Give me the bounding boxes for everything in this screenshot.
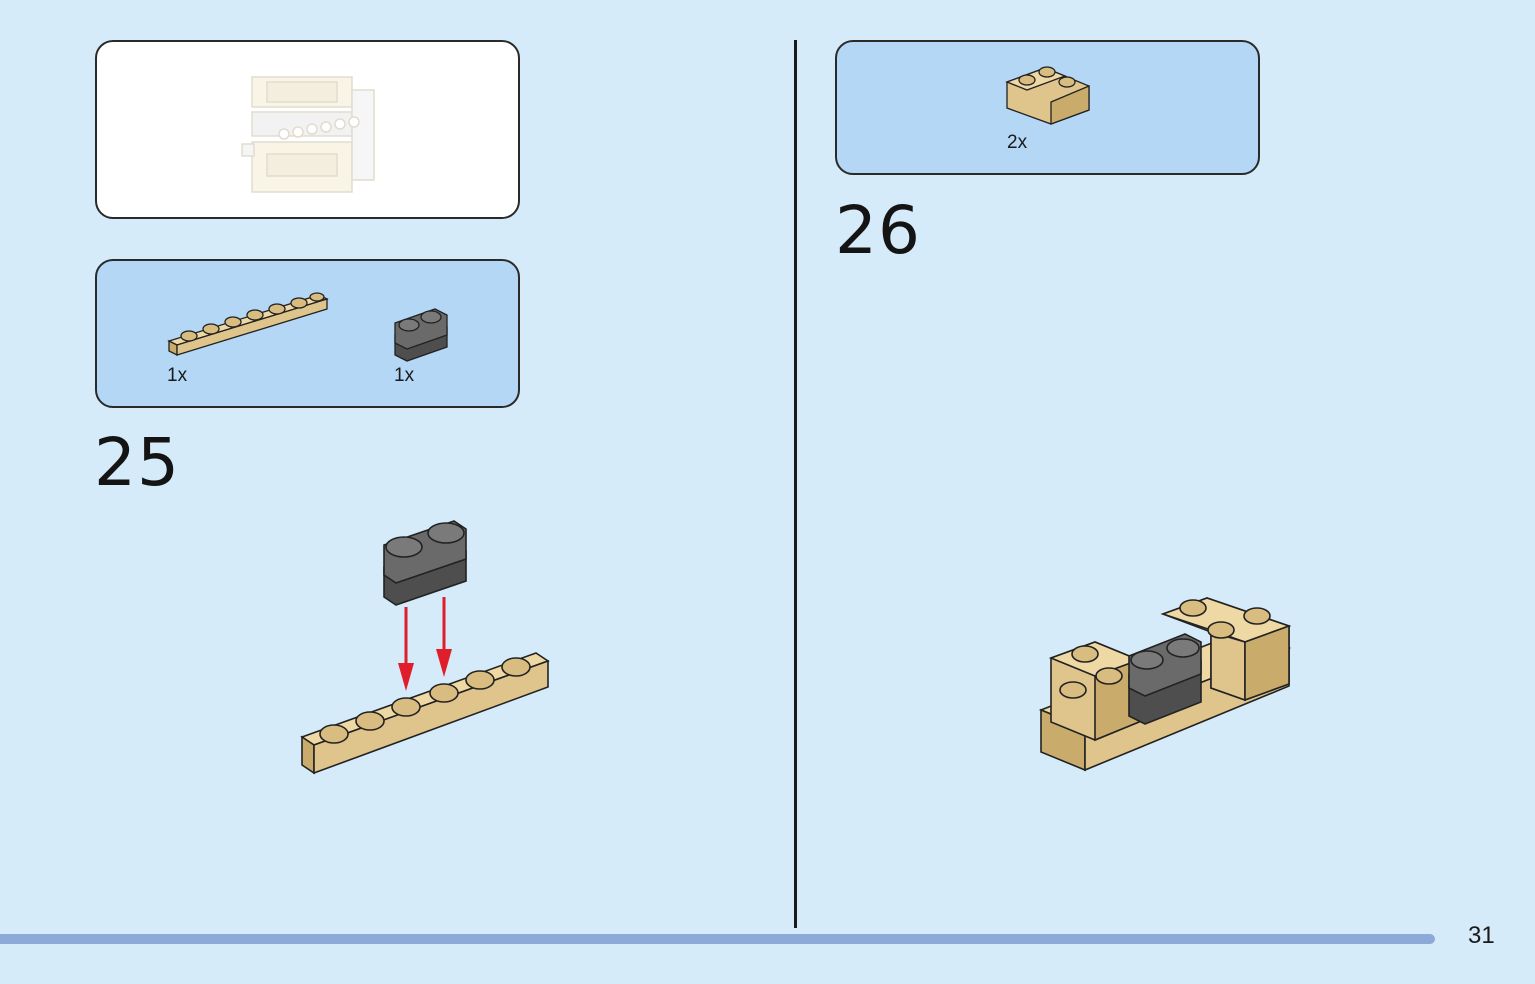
parts-list-step-26: 2x	[835, 40, 1260, 175]
page-number: 31	[1468, 922, 1495, 949]
previous-build-preview	[95, 40, 520, 219]
part-qty: 1x	[394, 365, 415, 386]
dark-grey-double-round-plate-icon	[394, 308, 448, 362]
plate-studs	[319, 657, 531, 744]
step-number: 26	[835, 192, 921, 269]
red-arrow-icon	[398, 597, 452, 691]
step-26-assembly	[1038, 597, 1292, 772]
faded-model-icon	[241, 76, 375, 193]
part-qty: 2x	[1007, 132, 1028, 153]
step-number: 25	[94, 424, 180, 501]
parts-list-step-25: 1x 1x	[95, 259, 520, 408]
progress-bar	[0, 934, 1435, 944]
tan-plate-1x8-icon	[167, 292, 329, 357]
tan-corner-brick-icon	[1005, 66, 1090, 125]
part-qty: 1x	[167, 365, 188, 386]
step-25-assembly	[300, 520, 550, 775]
page-divider	[794, 40, 797, 928]
